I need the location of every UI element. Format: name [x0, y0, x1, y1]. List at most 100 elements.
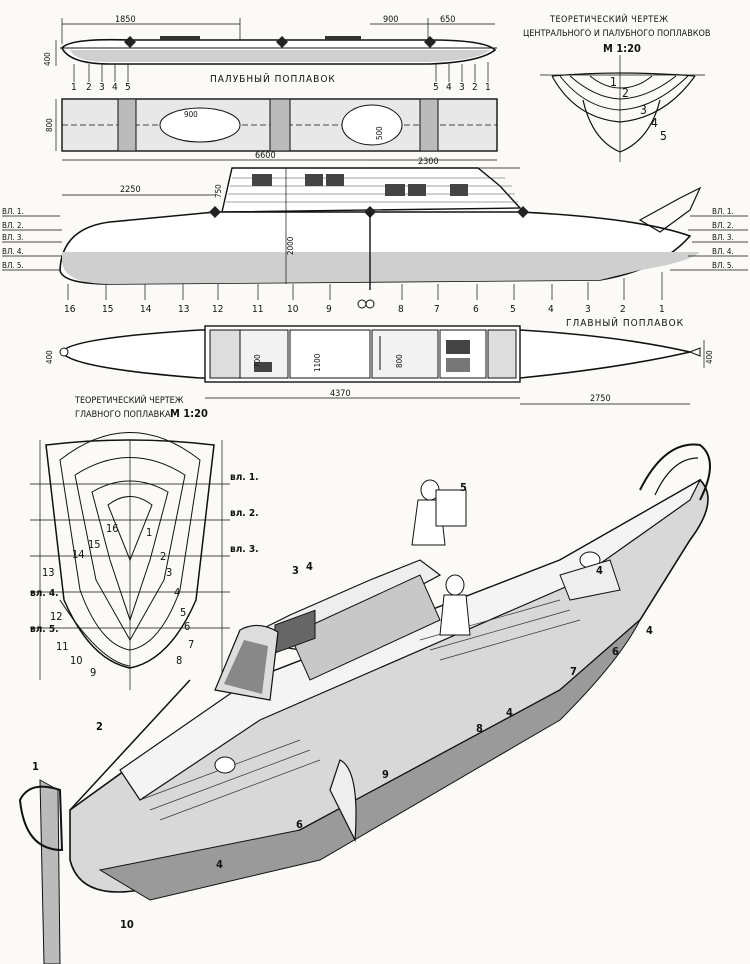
- main-float-label: ГЛАВНЫЙ ПОПЛАВОК: [566, 316, 684, 329]
- callout-6b: 6: [612, 645, 619, 658]
- wl-4-right: ВЛ. 4.: [712, 247, 734, 256]
- body-frame-9: 9: [90, 666, 96, 679]
- deck-frame-1r: 1: [485, 82, 491, 93]
- callout-8: 8: [476, 722, 483, 735]
- dim-400-deck: 400: [43, 52, 52, 66]
- callout-4c: 4: [506, 706, 513, 719]
- main-frame-9: 9: [326, 304, 332, 315]
- perspective-cutaway: 1 2 3 4 4 4 4 5 6 6 7 8 9 10 4: [18, 443, 711, 964]
- body-frame-2: 2: [160, 550, 166, 563]
- callout-3: 3: [292, 564, 299, 577]
- dim-500: 500: [375, 126, 384, 140]
- dim-2250: 2250: [120, 185, 141, 195]
- deck-float-plan-view: 900 500 800 6600: [45, 98, 498, 161]
- callout-6a: 6: [296, 818, 303, 831]
- dim-800-plan: 800: [395, 354, 404, 368]
- deck-frame-5: 5: [125, 82, 131, 93]
- deck-frame-3: 3: [99, 82, 105, 93]
- callout-4a: 4: [306, 560, 313, 573]
- callout-2: 2: [96, 720, 103, 733]
- dim-650: 650: [440, 15, 455, 25]
- callout-4d: 4: [646, 624, 653, 637]
- deck-frame-3r: 3: [459, 82, 465, 93]
- main-frame-11: 11: [252, 304, 263, 315]
- deck-frame-4r: 4: [446, 82, 452, 93]
- theory-top-subtitle: ЦЕНТРАЛЬНОГО И ПАЛУБНОГО ПОПЛАВКОВ: [523, 29, 710, 39]
- theory-top-scale: М 1:20: [603, 42, 641, 55]
- dim-2000: 2000: [286, 236, 295, 255]
- dim-900-hatch: 900: [184, 110, 198, 119]
- deck-frame-1: 1: [71, 82, 77, 93]
- theory-main-subtitle: ГЛАВНОГО ПОПЛАВКА: [75, 410, 171, 420]
- main-frame-7: 7: [434, 304, 440, 315]
- main-frame-numbers: 16 15 14 13 12 11 10 9 8 7 6 5 4 3 2 1: [64, 304, 665, 315]
- top-body-frame-5: 5: [660, 129, 667, 143]
- main-frame-10: 10: [287, 304, 299, 315]
- dim-700: 700: [253, 354, 262, 368]
- theory-top-title: ТЕОРЕТИЧЕСКИЙ ЧЕРТЕЖ: [549, 13, 669, 25]
- deck-frame-2: 2: [86, 82, 92, 93]
- wl-1-right: ВЛ. 1.: [712, 207, 734, 216]
- wl-5-left: ВЛ. 5.: [2, 261, 24, 270]
- body-frame-11: 11: [56, 640, 69, 653]
- callout-10: 10: [120, 918, 134, 931]
- main-frame-2: 2: [620, 304, 626, 315]
- body-frame-1: 1: [146, 526, 152, 539]
- wl-2-left: ВЛ. 2.: [2, 221, 24, 230]
- top-body-frame-3: 3: [640, 103, 647, 117]
- main-float-side-view: ВЛ. 1. ВЛ. 2. ВЛ. 3. ВЛ. 4. ВЛ. 5. ВЛ. 1…: [2, 157, 748, 329]
- main-frame-8: 8: [398, 304, 404, 315]
- wl-5-right: ВЛ. 5.: [712, 261, 734, 270]
- body-frame-4: 4: [174, 586, 180, 599]
- main-frame-1: 1: [659, 304, 665, 315]
- wl-4-left: ВЛ. 4.: [2, 247, 24, 256]
- top-body-frame-1: 1: [610, 75, 617, 89]
- callout-5: 5: [460, 481, 467, 494]
- wl-2-right: ВЛ. 2.: [712, 221, 734, 230]
- wl-3-right: ВЛ. 3.: [712, 233, 734, 242]
- dim-400-plan: 400: [45, 350, 54, 364]
- dim-400-bow: 400: [705, 350, 714, 364]
- callout-9: 9: [382, 768, 389, 781]
- main-frame-3: 3: [585, 304, 591, 315]
- main-frame-4: 4: [548, 304, 554, 315]
- theory-main-title: ТЕОРЕТИЧЕСКИЙ ЧЕРТЕЖ: [74, 394, 184, 406]
- body-wl-1: вл. 1.: [230, 472, 259, 483]
- body-frame-6: 6: [184, 620, 190, 633]
- deck-frame-5r: 5: [433, 82, 439, 93]
- wl-1-left: ВЛ. 1.: [2, 207, 24, 216]
- body-frame-10: 10: [70, 654, 83, 667]
- main-frame-12: 12: [212, 304, 223, 315]
- body-frame-16: 16: [106, 522, 119, 535]
- body-frame-3: 3: [166, 566, 172, 579]
- main-frame-15: 15: [102, 304, 113, 315]
- top-body-frame-2: 2: [622, 86, 629, 100]
- main-frame-14: 14: [140, 304, 152, 315]
- central-deck-body-plan: ТЕОРЕТИЧЕСКИЙ ЧЕРТЕЖ ЦЕНТРАЛЬНОГО И ПАЛУ…: [523, 13, 710, 162]
- callout-4b: 4: [216, 858, 223, 871]
- body-frame-12: 12: [50, 610, 63, 623]
- dim-800-deck: 800: [45, 118, 54, 132]
- deck-float-side-view: 1850 900 650 400 1 2 3 4 5 5 4 3 2 1 ПАЛ…: [43, 15, 497, 93]
- main-frame-13: 13: [178, 304, 189, 315]
- dim-2300: 2300: [418, 157, 439, 167]
- deck-frame-2r: 2: [472, 82, 478, 93]
- body-frame-13: 13: [42, 566, 55, 579]
- callout-1: 1: [32, 760, 39, 773]
- dim-4370: 4370: [330, 389, 351, 399]
- theory-main-scale: М 1:20: [170, 407, 208, 420]
- body-frame-7: 7: [188, 638, 194, 651]
- dim-1850: 1850: [115, 15, 136, 25]
- dim-1100: 1100: [313, 353, 322, 372]
- dim-750: 750: [214, 184, 223, 198]
- deck-float-label: ПАЛУБНЫЙ ПОПЛАВОК: [210, 72, 336, 85]
- body-wl-2: вл. 2.: [230, 508, 259, 519]
- wl-3-left: ВЛ. 3.: [2, 233, 24, 242]
- body-wl-5: вл. 5.: [30, 624, 59, 635]
- deck-frame-4: 4: [112, 82, 118, 93]
- body-wl-3: вл. 3.: [230, 544, 259, 555]
- body-frame-14: 14: [72, 548, 85, 561]
- body-frame-8: 8: [176, 654, 182, 667]
